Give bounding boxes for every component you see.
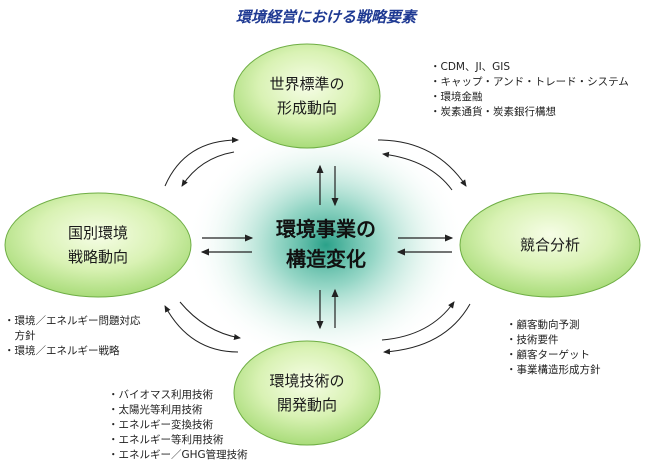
center-label: 環境事業の 構造変化 (236, 214, 416, 274)
note-item: ・炭素通貨・炭素銀行構想 (430, 106, 556, 118)
arrow-top-to-left (181, 151, 235, 187)
node-top: 世界標準の 形成動向 (234, 72, 380, 120)
note-item: ・技術要件 (506, 334, 559, 346)
node-right: 競合分析 (470, 233, 630, 257)
arrow-right-to-bottom (383, 303, 471, 355)
node-top-line1: 世界標準の (269, 75, 345, 93)
center-glow (186, 125, 466, 365)
note-left: ・環境／エネルギー問題対応 方針 ・環境／エネルギー戦略 (4, 314, 141, 359)
note-top-right: ・CDM、JI、GIS ・キャップ・アンド・トレード・システム ・環境金融 ・炭… (430, 60, 629, 120)
note-item: ・環境／エネルギー問題対応 (4, 315, 141, 327)
node-bottom-line2: 開発動向 (276, 396, 337, 414)
arrow-right-to-top (382, 151, 453, 191)
node-bottom-shape (233, 340, 381, 446)
note-item: ・環境／エネルギー戦略 (4, 345, 120, 357)
arrow-left-to-top (164, 137, 239, 187)
page-title: 環境経営における戦略要素 (235, 8, 416, 26)
note-item: ・顧客ターゲット (506, 349, 590, 361)
note-item: 方針 (4, 330, 36, 342)
arrow-bottom-to-left (164, 305, 239, 353)
node-bottom-line1: 環境技術の (269, 372, 345, 390)
node-top-line2: 形成動向 (276, 99, 337, 117)
node-right-line1: 競合分析 (519, 236, 580, 254)
node-top-shape (233, 43, 381, 149)
node-left-line2: 戦略動向 (67, 248, 128, 266)
node-left: 国別環境 戦略動向 (20, 221, 176, 269)
center-line2: 構造変化 (286, 247, 366, 271)
note-item: ・エネルギー変換技術 (108, 419, 213, 431)
node-bottom: 環境技術の 開発動向 (234, 369, 380, 417)
center-line1: 環境事業の (276, 217, 376, 241)
note-item: ・バイオマス利用技術 (108, 389, 213, 401)
note-item: ・太陽光等利用技術 (108, 404, 203, 416)
note-item: ・CDM、JI、GIS (430, 61, 511, 73)
note-item: ・環境金融 (430, 91, 483, 103)
note-item: ・キャップ・アンド・トレード・システム (430, 76, 629, 88)
note-item: ・事業構造形成方針 (506, 364, 601, 376)
node-left-line1: 国別環境 (67, 224, 128, 242)
arrow-top-to-right (377, 139, 467, 187)
note-item: ・エネルギー等利用技術 (108, 434, 224, 446)
note-bottom: ・バイオマス利用技術 ・太陽光等利用技術 ・エネルギー変換技術 ・エネルギー等利… (108, 388, 248, 463)
arrow-left-to-bottom (179, 301, 241, 340)
note-right: ・顧客動向予測 ・技術要件 ・顧客ターゲット ・事業構造形成方針 (506, 318, 601, 378)
node-right-shape (459, 192, 641, 298)
note-item: ・顧客動向予測 (506, 319, 580, 331)
node-left-shape (4, 192, 192, 298)
arrow-bottom-to-right (381, 301, 455, 341)
note-item: ・エネルギー／GHG管理技術 (108, 449, 248, 461)
